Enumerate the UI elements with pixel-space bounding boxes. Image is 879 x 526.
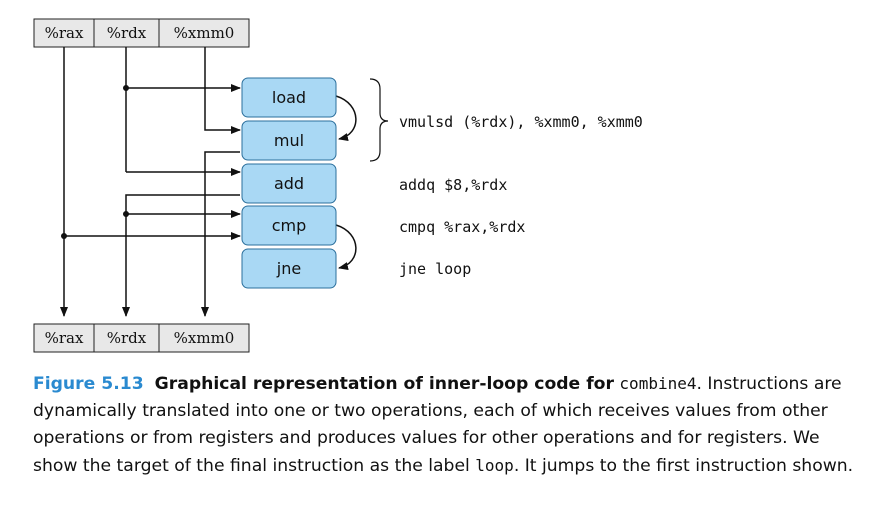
register-label-xmm0-bottom: %xmm0: [174, 329, 235, 347]
op-box-load: [241, 77, 337, 118]
junction-dots: [61, 85, 129, 239]
register-label-rax-bottom: %rax: [45, 329, 84, 347]
op-label-cmp: cmp: [272, 216, 307, 235]
register-label-rax-top: %rax: [45, 24, 84, 42]
caption-body-1: . Instructions are dynamically translate…: [33, 374, 842, 476]
dataflow-edges: [60, 47, 357, 317]
caption-body-2: . It jumps to the first instruction show…: [513, 456, 854, 476]
op-box-jne: [241, 248, 337, 289]
instruction-jne: jne loop: [399, 260, 471, 278]
op-label-load: load: [272, 88, 306, 107]
op-box-add: [241, 163, 337, 204]
caption-body-code: loop: [475, 456, 514, 475]
register-cell-xmm0-top: [158, 18, 250, 48]
figure-title: Graphical representation of inner-loop c…: [154, 374, 614, 394]
op-box-cmp: [241, 205, 337, 246]
figure-label: Figure 5.13: [33, 374, 144, 394]
junction-rdx-load: [123, 85, 129, 91]
junction-rax-cmp: [61, 233, 67, 239]
assembly-instructions: vmulsd (%rdx), %xmm0, %xmm0 addq $8,%rdx…: [399, 113, 643, 278]
instruction-addq: addq $8,%rdx: [399, 176, 507, 194]
instruction-brace: [369, 78, 389, 162]
op-label-mul: mul: [274, 131, 304, 150]
op-label-jne: jne: [276, 259, 301, 278]
operation-boxes: load mul add cmp jne: [241, 77, 337, 289]
register-cell-rdx-top: [93, 18, 160, 48]
edge-mul-to-xmm0: [201, 151, 240, 317]
edge-xmm0-to-mul: [204, 47, 241, 134]
dataflow-diagram: %rax %rdx %xmm0 %rax %rdx %xmm0: [33, 18, 643, 353]
register-label-rdx-top: %rdx: [107, 24, 147, 42]
register-cell-xmm0-bottom: [158, 323, 250, 353]
register-label-rdx-bottom: %rdx: [107, 329, 147, 347]
register-cell-rdx-bottom: [93, 323, 160, 353]
figure-title-code: combine4: [619, 374, 697, 393]
junction-add-cmp: [123, 211, 129, 217]
edge-cmp-to-jne: [335, 224, 357, 270]
edge-load-to-mul: [335, 95, 357, 141]
edge-add-to-rdx: [122, 194, 240, 317]
top-register-bar: %rax %rdx %xmm0: [33, 18, 250, 48]
instruction-cmpq: cmpq %rax,%rdx: [399, 218, 525, 236]
op-box-mul: [241, 120, 337, 161]
op-label-add: add: [274, 174, 304, 193]
figure-caption: Figure 5.13 Graphical representation of …: [33, 370, 863, 480]
bottom-register-bar: %rax %rdx %xmm0: [33, 323, 250, 353]
register-cell-rax-top: [33, 18, 95, 48]
register-label-xmm0-top: %xmm0: [174, 24, 235, 42]
instruction-vmulsd: vmulsd (%rdx), %xmm0, %xmm0: [399, 113, 643, 131]
